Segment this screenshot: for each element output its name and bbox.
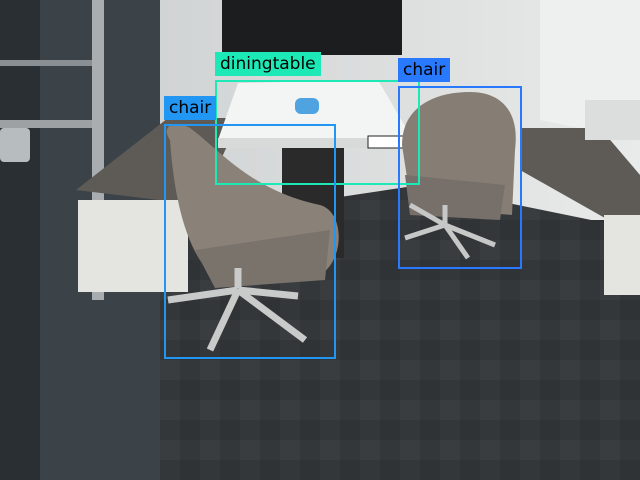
right-bench-seat [520,128,640,222]
detection-label-chair-right: chair [398,58,451,82]
detection-label-diningtable: diningtable [215,52,321,76]
door-handle [0,128,30,162]
detection-box-diningtable [215,80,420,185]
table-gadget [295,98,319,114]
wall-tv [222,0,402,55]
left-bench-base [78,200,188,292]
detection-box-chair-right [398,86,522,269]
detection-box-chair-left [164,124,336,359]
left-chair-base [167,268,308,352]
detection-label-chair-left: chair [164,96,217,120]
right-chair-base [404,202,496,260]
dining-table-top [218,80,416,145]
